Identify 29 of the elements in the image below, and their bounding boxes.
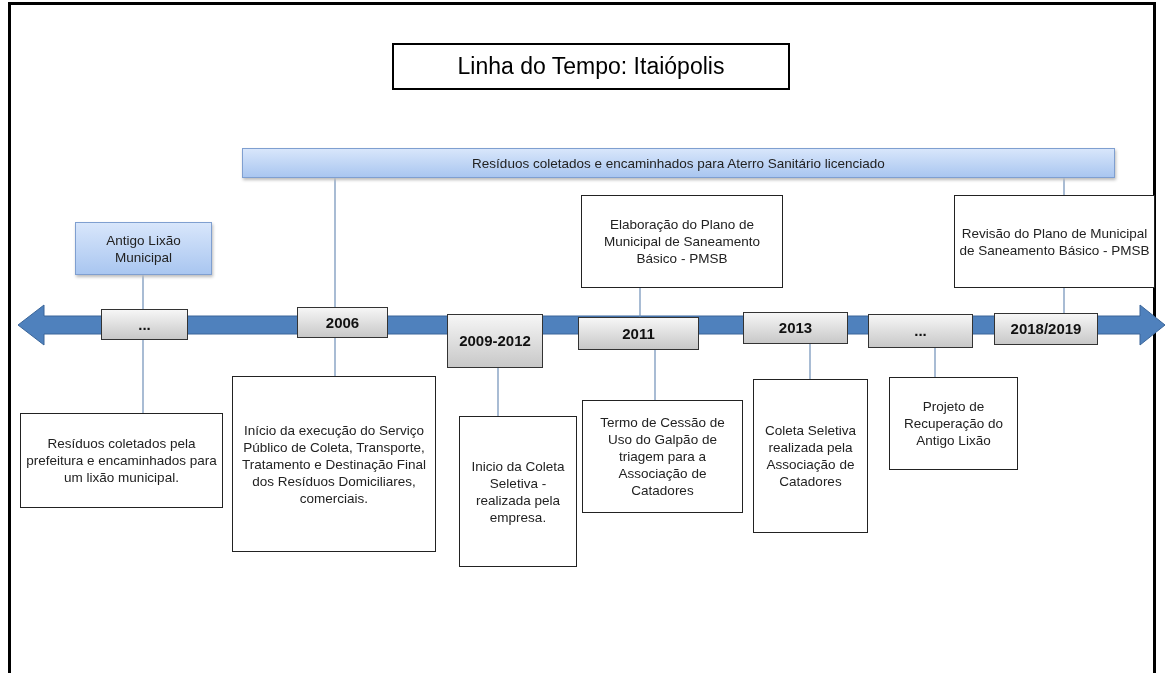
connector-line (1063, 177, 1065, 196)
year-box: ... (868, 314, 973, 348)
connector-line (334, 337, 336, 377)
connector-line (142, 274, 144, 310)
event-box: Antigo Lixão Municipal (75, 222, 212, 275)
year-box: 2009-2012 (447, 314, 543, 368)
event-box: Início da execução do Serviço Público de Coleta, Transporte, Tratamento e Destinação Final dos Resíduos Domiciliares, comerciais. (232, 376, 436, 552)
year-box: ... (101, 309, 188, 340)
year-box: 2018/2019 (994, 313, 1098, 345)
year-box: 2011 (578, 317, 699, 350)
connector-line (334, 177, 336, 308)
event-box: Coleta Seletiva realizada pela Associação de Catadores (753, 379, 868, 533)
event-box: Termo de Cessão de Uso do Galpão de triagem para a Associação de Catadores (582, 400, 743, 513)
connector-line (639, 287, 641, 318)
event-box: Revisão do Plano de Municipal de Saneamento Básico - PMSB (954, 195, 1155, 288)
connector-line (142, 339, 144, 414)
year-box: 2006 (297, 307, 388, 338)
connector-line (497, 367, 499, 417)
event-box: Projeto de Recuperação do Antigo Lixão (889, 377, 1018, 470)
diagram-title: Linha do Tempo: Itaiópolis (392, 43, 790, 90)
event-box: Elaboração do Plano de Municipal de Saneamento Básico - PMSB (581, 195, 783, 288)
band: Resíduos coletados e encaminhados para Aterro Sanitário licenciado (242, 148, 1115, 178)
connector-line (654, 349, 656, 401)
event-box: Resíduos coletados pela prefeitura e encaminhados para um lixão municipal. (20, 413, 223, 508)
connector-line (934, 347, 936, 378)
connector-line (1063, 287, 1065, 314)
year-box: 2013 (743, 312, 848, 344)
event-box: Inicio da Coleta Seletiva - realizada pela empresa. (459, 416, 577, 567)
connector-line (809, 343, 811, 380)
